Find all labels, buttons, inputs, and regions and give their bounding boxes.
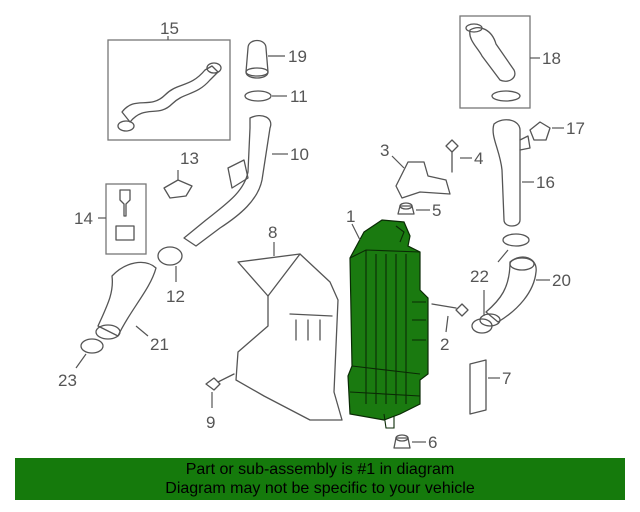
callout-11[interactable]: 11: [290, 87, 308, 106]
info-banner: Part or sub-assembly is #1 in diagram Di…: [15, 458, 625, 500]
parts-diagram: 15 19 11 10 13 14 12 21 23 8 9: [58, 15, 585, 452]
box-14: [105, 183, 147, 255]
hose-18[interactable]: [469, 27, 516, 82]
pipe-16[interactable]: [492, 119, 521, 227]
clamp-15b[interactable]: [117, 120, 135, 132]
grommet-6[interactable]: [393, 437, 411, 449]
duct-8[interactable]: [235, 253, 343, 421]
callout-14[interactable]: 14: [74, 209, 93, 228]
callout-19[interactable]: 19: [288, 47, 307, 66]
banner-line-2: Diagram may not be specific to your vehi…: [165, 480, 475, 497]
callout-3[interactable]: 3: [380, 141, 389, 160]
callout-15[interactable]: 15: [160, 19, 179, 38]
callout-16[interactable]: 16: [536, 173, 555, 192]
cap-19[interactable]: [245, 39, 269, 79]
bracket-13[interactable]: [163, 179, 193, 199]
intercooler-1[interactable]: [347, 219, 429, 429]
callout-7[interactable]: 7: [502, 369, 511, 388]
callout-21[interactable]: 21: [150, 335, 169, 354]
callout-23[interactable]: 23: [58, 371, 77, 390]
callout-9[interactable]: 9: [206, 413, 215, 432]
bracket-3[interactable]: [395, 161, 451, 199]
callout-22[interactable]: 22: [470, 267, 489, 286]
clamp-15[interactable]: [206, 62, 222, 74]
callout-20[interactable]: 20: [552, 271, 571, 290]
callout-18[interactable]: 18: [542, 49, 561, 68]
box-15: [107, 39, 231, 141]
pipe-10[interactable]: [183, 114, 272, 247]
hose-15[interactable]: [121, 65, 219, 123]
callout-4[interactable]: 4: [474, 149, 483, 168]
clamp-23[interactable]: [80, 338, 104, 354]
callout-12[interactable]: 12: [166, 287, 185, 306]
sensor-14[interactable]: [119, 189, 131, 217]
callout-8[interactable]: 8: [268, 223, 277, 242]
pad-7[interactable]: [469, 359, 487, 415]
callout-1[interactable]: 1: [346, 207, 355, 226]
clamp-22[interactable]: [502, 233, 530, 247]
bolt-2[interactable]: [455, 303, 469, 317]
clamp-11[interactable]: [244, 90, 272, 102]
callout-10[interactable]: 10: [290, 145, 309, 164]
callout-6[interactable]: 6: [428, 433, 437, 452]
callout-2[interactable]: 2: [440, 335, 449, 354]
grommet-5[interactable]: [397, 205, 415, 215]
callout-13[interactable]: 13: [180, 149, 199, 168]
callout-17[interactable]: 17: [566, 119, 585, 138]
callout-5[interactable]: 5: [432, 201, 441, 220]
hose-21[interactable]: [97, 261, 157, 337]
clamp-22b[interactable]: [471, 318, 493, 334]
sensor-17[interactable]: [529, 121, 551, 141]
banner-line-1: Part or sub-assembly is #1 in diagram: [185, 461, 455, 478]
bolt-4[interactable]: [445, 139, 459, 153]
bolt-9[interactable]: [205, 377, 221, 391]
box-18: [459, 15, 531, 109]
clamp-12[interactable]: [157, 246, 183, 266]
